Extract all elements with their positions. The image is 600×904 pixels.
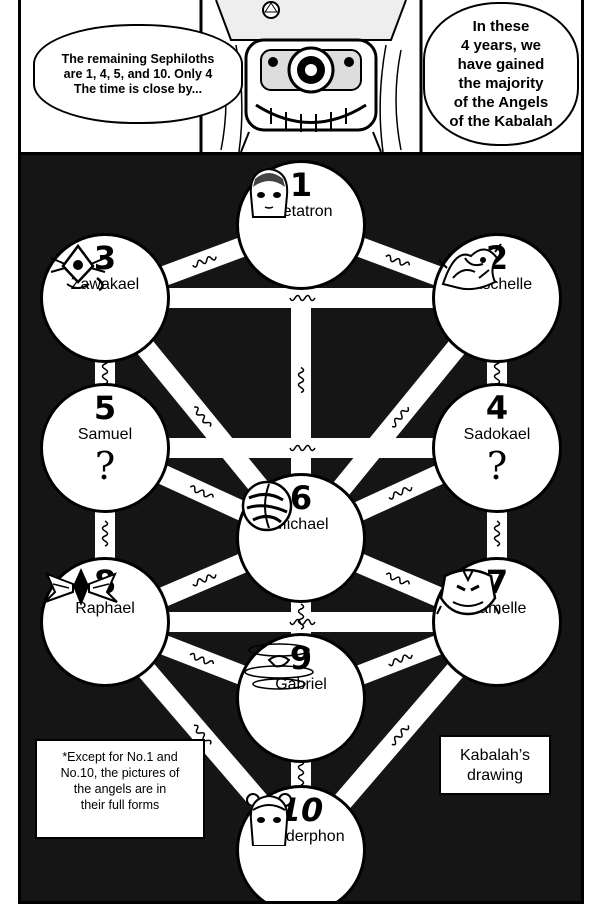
tree-of-life-panel: 1 Metatron 2 Raschelle 3 Zawakael (18, 152, 584, 904)
orb-icon (241, 480, 293, 532)
path-handwriting-mark (391, 406, 410, 428)
sephira-7-hamelle: 7 Hamelle (432, 557, 562, 687)
sephira-6-michael: 6 Michael (236, 473, 366, 603)
path-handwriting-mark (493, 358, 501, 385)
path-handwriting-mark (297, 603, 305, 630)
path-handwriting-mark (289, 444, 316, 452)
path-handwriting-mark (189, 485, 214, 498)
sephira-number: 6 (289, 479, 313, 517)
speech-left-text: The remaining Sephiloths are 1, 4, 5, an… (61, 51, 215, 96)
path-handwriting-mark (388, 654, 413, 667)
path-handwriting-mark (297, 366, 305, 394)
sephira-number: 1 (289, 166, 313, 204)
path-handwriting-mark (385, 572, 410, 585)
path-handwriting-mark (391, 725, 410, 746)
sephira-10-sunderphon: 10 Sunderphon (236, 785, 366, 901)
sephira-3-zawakael: 3 Zawakael (40, 233, 170, 363)
path-handwriting-mark (193, 724, 212, 745)
path-handwriting-mark (289, 294, 316, 302)
path-handwriting-mark (297, 759, 305, 786)
angel-name: Sadokael (463, 426, 531, 443)
sephira-number: 5 (93, 389, 117, 427)
path-handwriting-mark (101, 358, 109, 385)
note-drawing-text: Kabalah’s drawing (460, 747, 530, 784)
path-handwriting-mark (194, 406, 212, 427)
robot-head-illustration (199, 0, 423, 152)
speech-right-text: In these 4 years, we have gained the maj… (449, 18, 553, 130)
angel-name: Zawakael (70, 276, 140, 293)
path-handwriting-mark (192, 255, 217, 268)
sephira-9-gabriel: 9 Gabriel (236, 633, 366, 763)
path-handwriting-mark (192, 574, 217, 587)
angel-face-icon (249, 167, 289, 218)
path-handwriting-mark (101, 520, 109, 547)
path-handwriting-mark (189, 652, 215, 665)
note-except-box: *Except for No.1 and No.10, the pictures… (35, 739, 205, 839)
question-mark-icon: ? (94, 444, 116, 488)
angel-name: Raphael (75, 600, 135, 617)
angel-name: Samuel (77, 426, 133, 443)
sephira-number: 4 (485, 389, 509, 427)
speech-bubble-left: The remaining Sephiloths are 1, 4, 5, an… (33, 24, 243, 124)
path-handwriting-mark (493, 520, 501, 547)
dragon-form-icon (438, 243, 502, 291)
bird-form-icon (50, 243, 106, 292)
sephira-1-metatron: 1 Metatron (236, 160, 366, 290)
speech-bubble-right: In these 4 years, we have gained the maj… (423, 2, 579, 146)
sephira-8-raphael: 8 Raphael (40, 557, 170, 687)
sephira-4-sadokael: 4 Sadokael ? (432, 383, 562, 513)
path-handwriting-mark (385, 254, 411, 266)
top-panel: The remaining Sephiloths are 1, 4, 5, an… (18, 0, 584, 152)
angel-face-icon (246, 793, 292, 846)
winged-form-icon (44, 568, 118, 606)
path-handwriting-mark (388, 487, 413, 500)
question-mark-icon: ? (486, 444, 508, 488)
beast-head-icon (436, 568, 500, 616)
sephira-2-raschelle: 2 Raschelle (432, 233, 562, 363)
note-except-text: *Except for No.1 and No.10, the pictures… (60, 750, 180, 812)
rings-icon (244, 643, 314, 690)
sephira-5-samuel: 5 Samuel ? (40, 383, 170, 513)
note-drawing-box: Kabalah’s drawing (439, 735, 551, 795)
